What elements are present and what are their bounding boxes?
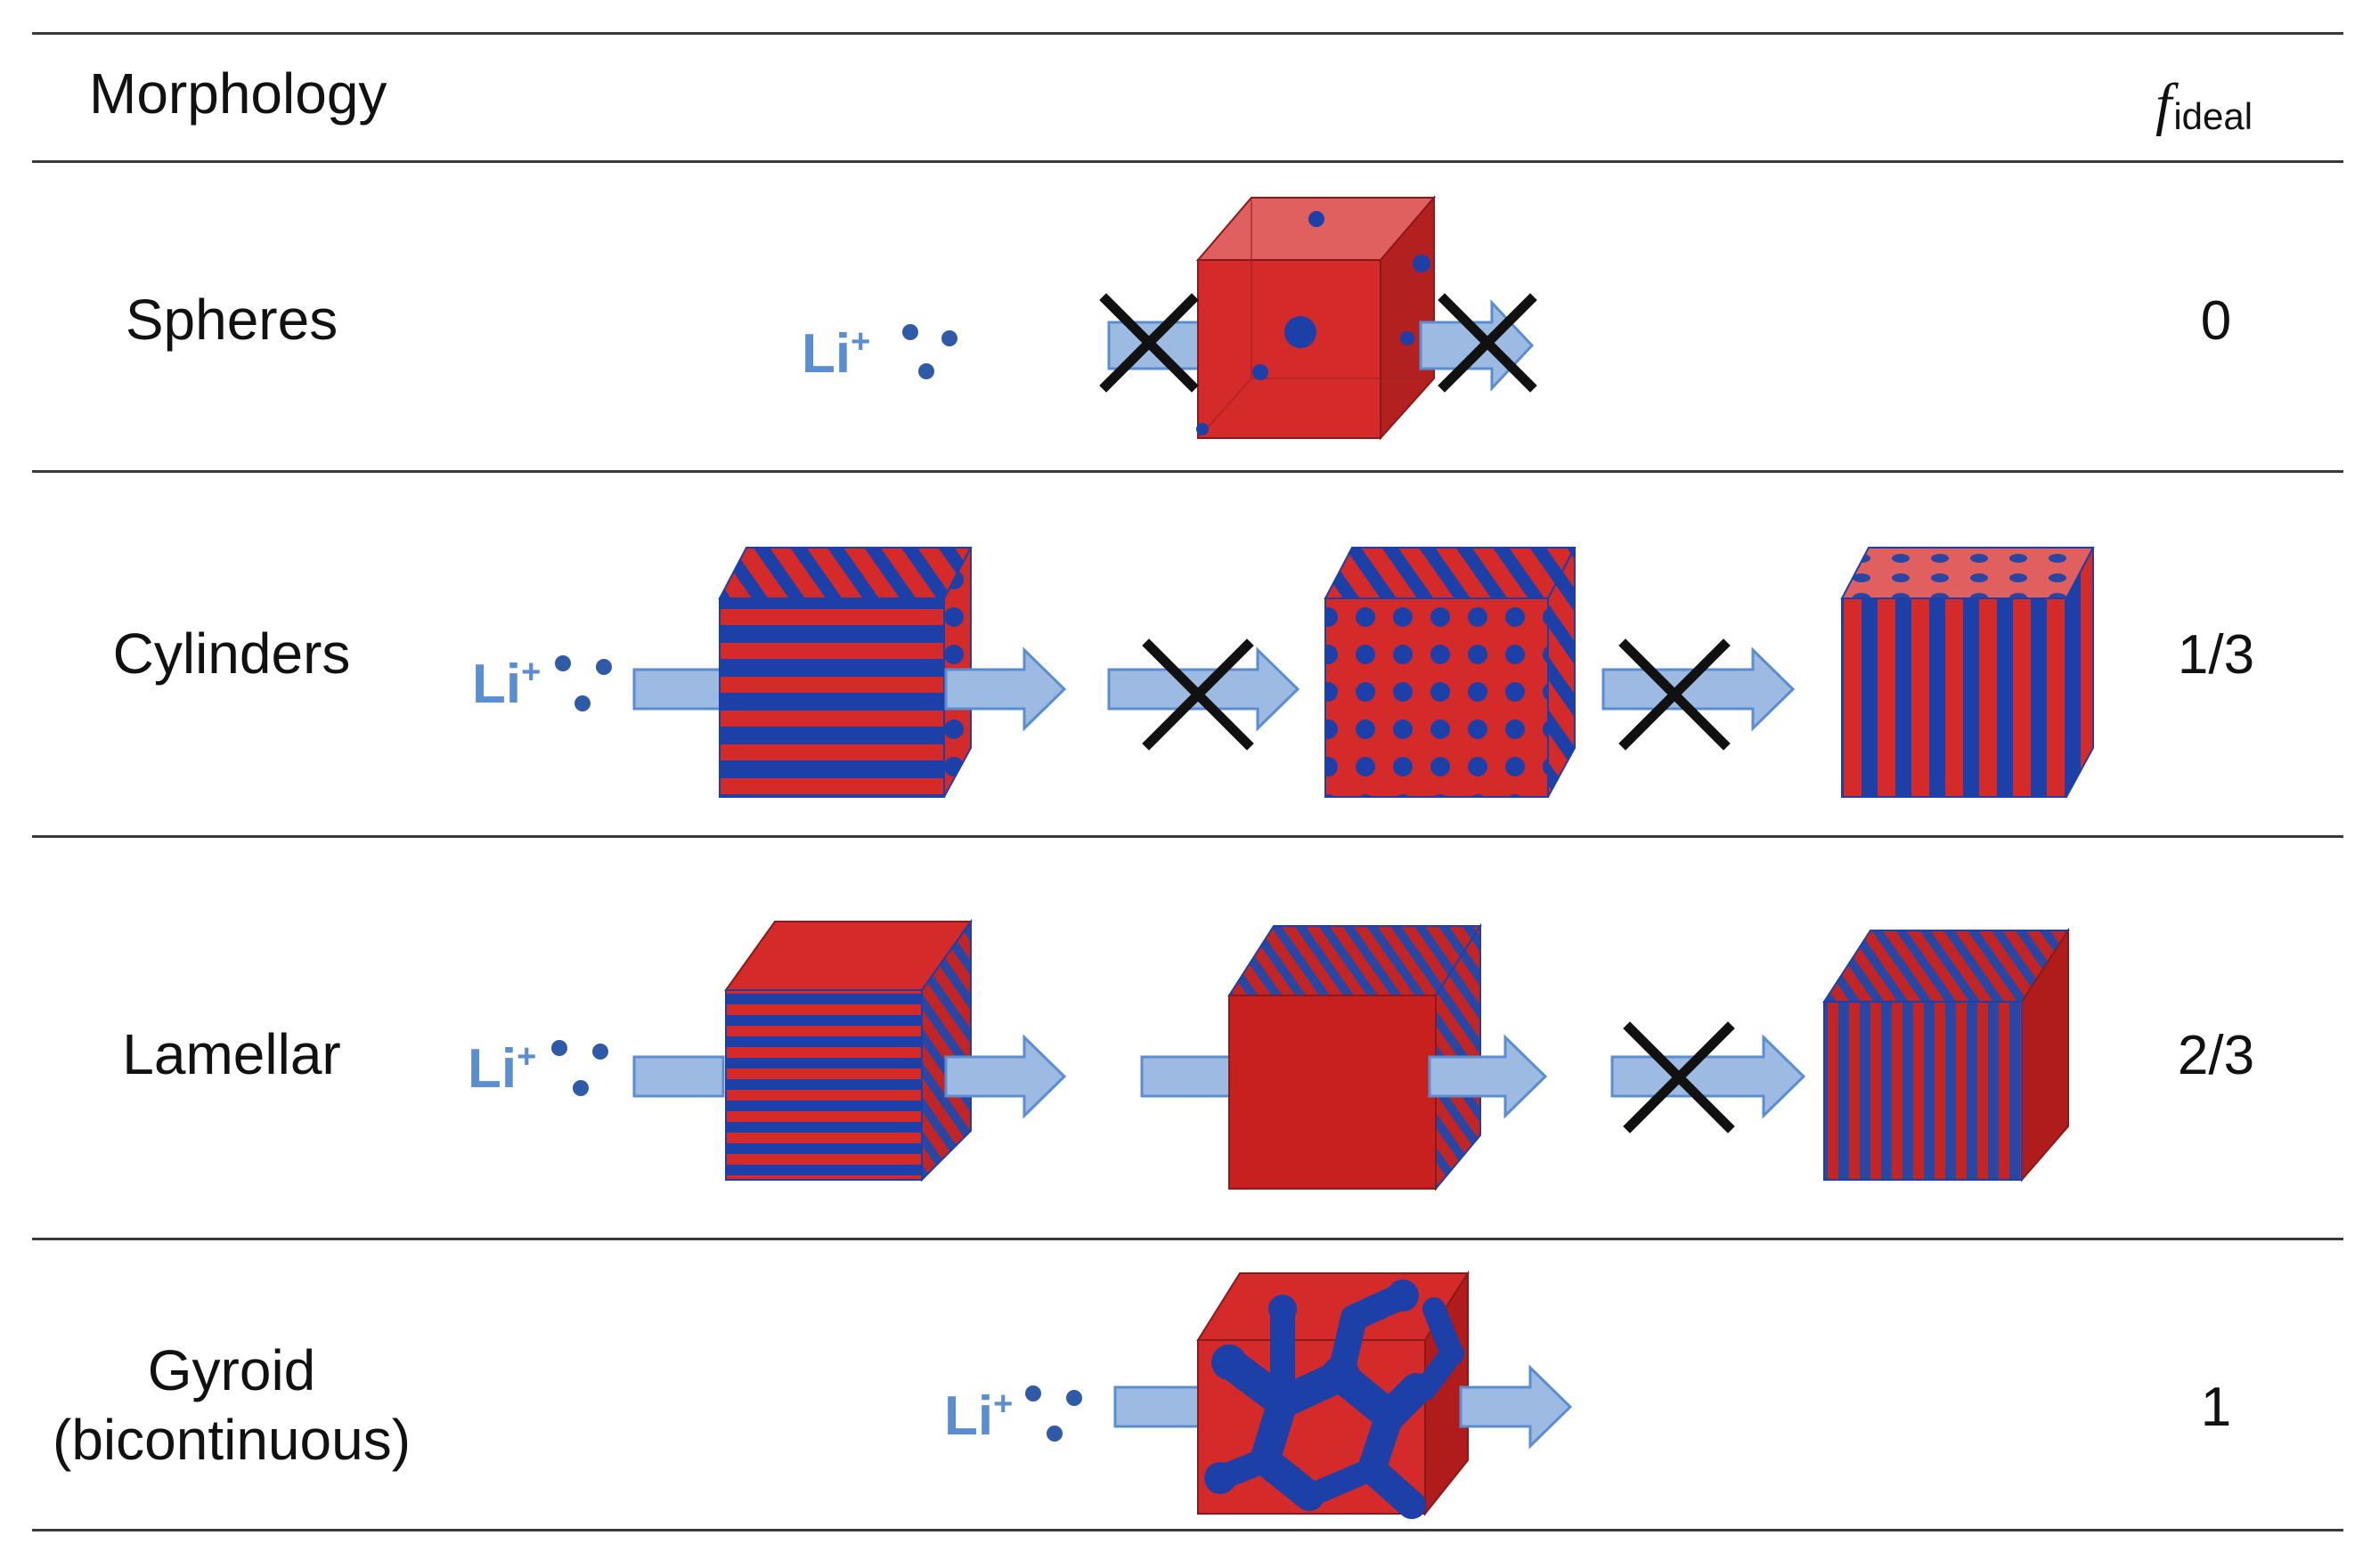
lamellar-cube-in-plane — [1227, 922, 1482, 1191]
cylinders-cross-icon-1 — [1142, 638, 1254, 751]
row-divider-2 — [32, 835, 2343, 838]
li-charge: + — [851, 323, 871, 361]
spheres-ion-dots — [902, 324, 957, 379]
gyroid-entry-arrow — [1113, 1385, 1204, 1428]
cylinders-entry-arrow-1 — [632, 668, 725, 711]
spheres-exit-cross-icon — [1438, 293, 1537, 393]
li-charge: + — [521, 654, 542, 691]
li-ion-label-cylinders: Li+ — [472, 653, 541, 716]
row-divider-1 — [32, 470, 2343, 473]
li-charge: + — [993, 1385, 1014, 1423]
cylinders-cube-perpendicular — [1324, 547, 1577, 798]
li-symbol: Li — [472, 654, 522, 715]
f-ideal-gyroid: 1 — [2200, 1377, 2232, 1438]
f-ideal-spheres: 0 — [2200, 290, 2232, 352]
row-divider-3 — [32, 1238, 2343, 1240]
morphology-header: Morphology — [89, 61, 387, 126]
gyroid-exit-arrow — [1459, 1364, 1573, 1450]
row-name-spheres: Spheres — [125, 288, 338, 352]
li-ion-label-spheres: Li+ — [802, 322, 870, 386]
lamellar-cross-icon — [1623, 1021, 1735, 1133]
lamellar-ion-dots — [551, 1040, 608, 1096]
lamellar-entry-arrow-1 — [632, 1055, 725, 1098]
cylinders-cross-icon-2 — [1618, 638, 1731, 751]
li-ion-label-lamellar: Li+ — [468, 1037, 536, 1101]
lamellar-cube-parallel — [724, 918, 973, 1182]
lamellar-cube-vertical — [1822, 927, 2070, 1182]
li-ion-label-gyroid: Li+ — [944, 1385, 1013, 1448]
row-name-cylinders: Cylinders — [112, 622, 351, 686]
cylinders-cube-parallel — [718, 547, 973, 798]
li-charge: + — [517, 1038, 537, 1076]
f-ideal-header: fideal — [2155, 71, 2253, 139]
f-subscript: ideal — [2173, 95, 2253, 137]
row-name-gyroid-line1: Gyroid — [147, 1338, 316, 1402]
row-name-gyroid-line2: (bicontinuous) — [53, 1408, 411, 1472]
gyroid-ion-dots — [1025, 1385, 1082, 1442]
lamellar-entry-arrow-2 — [1140, 1055, 1233, 1098]
table-bottom-rule — [32, 1529, 2343, 1531]
row-name-lamellar: Lamellar — [122, 1022, 341, 1086]
li-symbol: Li — [944, 1385, 994, 1447]
table-top-rule — [32, 32, 2343, 35]
lamellar-exit-arrow-1 — [944, 1034, 1067, 1119]
f-symbol: f — [2155, 72, 2172, 137]
cylinders-ion-dots — [555, 655, 612, 711]
row-name-gyroid: Gyroid (bicontinuous) — [0, 1336, 463, 1475]
cylinders-cube-vertical — [1840, 547, 2095, 798]
header-rule — [32, 160, 2343, 163]
spheres-cube — [1195, 195, 1437, 441]
cylinders-exit-arrow-1 — [944, 646, 1067, 732]
lamellar-exit-arrow-2 — [1428, 1034, 1548, 1119]
li-symbol: Li — [468, 1038, 517, 1100]
gyroid-cube — [1196, 1270, 1470, 1519]
li-symbol: Li — [802, 323, 851, 385]
spheres-entry-cross-icon — [1099, 293, 1199, 393]
f-ideal-lamellar: 2/3 — [2177, 1025, 2255, 1086]
f-ideal-cylinders: 1/3 — [2177, 624, 2255, 686]
